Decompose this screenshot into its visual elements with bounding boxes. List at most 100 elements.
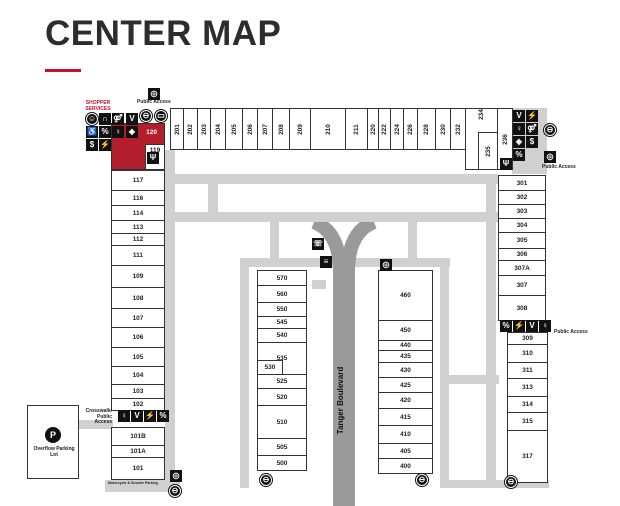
store-unit[interactable]: 308 xyxy=(498,295,546,321)
vending-icon: V xyxy=(131,410,143,422)
unit-number: 505 xyxy=(276,443,288,451)
store-unit[interactable]: 450 xyxy=(378,320,433,341)
store-unit[interactable]: 520 xyxy=(257,388,307,406)
store-unit[interactable]: 209 xyxy=(289,108,311,150)
unit-number: 204 xyxy=(214,123,222,135)
store-unit[interactable]: 111 xyxy=(111,245,165,266)
store-unit[interactable]: 230 xyxy=(435,108,451,150)
store-unit[interactable]: 400 xyxy=(378,458,433,474)
store-unit[interactable]: 117 xyxy=(111,170,165,191)
store-unit[interactable]: 204 xyxy=(210,108,226,150)
store-unit[interactable]: 101B xyxy=(111,427,165,446)
unit-number: 317 xyxy=(522,453,533,460)
store-unit[interactable]: 510 xyxy=(257,405,307,439)
store-unit[interactable]: 211 xyxy=(345,108,368,150)
store-unit[interactable]: 415 xyxy=(378,408,433,426)
overflow-parking-lot[interactable]: P Overflow Parking Lot xyxy=(27,405,79,479)
store-unit[interactable]: 207 xyxy=(257,108,273,150)
store-unit[interactable]: 226 xyxy=(403,108,418,150)
road xyxy=(78,420,113,429)
vending-icon: V xyxy=(513,110,525,122)
road xyxy=(408,222,417,260)
store-unit[interactable]: 405 xyxy=(378,443,433,459)
store-unit[interactable]: 305 xyxy=(498,232,546,249)
store-unit[interactable]: 232 xyxy=(450,108,466,150)
store-unit[interactable]: 420 xyxy=(378,392,433,409)
unit-number: 210 xyxy=(324,123,332,135)
store-unit[interactable]: 525 xyxy=(257,374,307,389)
store-unit[interactable]: 228 xyxy=(417,108,436,150)
store-unit[interactable]: 206 xyxy=(242,108,258,150)
store-unit[interactable]: 114 xyxy=(111,205,165,221)
store-unit[interactable]: 104 xyxy=(111,366,165,385)
store-unit[interactable]: 460 xyxy=(378,270,433,321)
gift-card-icon: ◈ xyxy=(126,126,138,138)
store-unit[interactable]: 235 xyxy=(478,132,498,170)
store-unit[interactable]: 304 xyxy=(498,218,546,233)
store-unit[interactable]: 302 xyxy=(498,190,546,205)
store-unit[interactable]: 208 xyxy=(272,108,290,150)
store-unit[interactable]: 301 xyxy=(498,175,546,191)
store-unit[interactable]: 205 xyxy=(225,108,243,150)
store-unit[interactable]: 505 xyxy=(257,438,307,456)
store-unit[interactable]: 109 xyxy=(111,265,165,288)
rideshare-icon: ⊖ xyxy=(504,475,518,489)
store-unit[interactable]: 107 xyxy=(111,308,165,328)
store-unit[interactable]: 103 xyxy=(111,384,165,399)
store-unit[interactable]: 108 xyxy=(111,287,165,309)
store-unit[interactable]: 116 xyxy=(111,190,165,206)
unit-number: 226 xyxy=(406,123,414,135)
road xyxy=(175,174,498,184)
store-unit[interactable]: 430 xyxy=(378,362,433,378)
store-unit[interactable]: 201 xyxy=(170,108,184,150)
rideshare-icon: ⊖ xyxy=(139,109,153,123)
unit-number: 209 xyxy=(296,123,304,135)
store-unit[interactable]: 311 xyxy=(507,362,548,379)
store-unit[interactable]: 500 xyxy=(257,455,307,471)
parking-icon: P xyxy=(45,427,61,443)
restroom-icon: ♀ xyxy=(513,123,525,135)
store-unit[interactable]: 540 xyxy=(257,328,307,343)
page-title: CENTER MAP xyxy=(45,14,282,53)
road xyxy=(105,480,180,492)
store-unit[interactable]: 317 xyxy=(507,430,548,483)
unit-number: 510 xyxy=(276,418,288,426)
store-unit[interactable]: 224 xyxy=(390,108,404,150)
unit-number: 545 xyxy=(276,319,288,326)
store-unit[interactable]: 425 xyxy=(378,377,433,393)
store-unit[interactable]: 106 xyxy=(111,327,165,348)
store-unit[interactable]: 310 xyxy=(507,344,548,363)
store-unit[interactable]: 530 xyxy=(257,360,283,375)
store-unit[interactable]: 113 xyxy=(111,220,165,234)
store-unit[interactable]: 307 xyxy=(498,275,546,296)
store-unit[interactable]: 315 xyxy=(507,412,548,431)
unit-number: 301 xyxy=(516,179,528,187)
unit-number: 201 xyxy=(173,123,181,135)
store-unit[interactable]: 313 xyxy=(507,378,548,397)
boulevard-label: Tanger Boulevard xyxy=(336,366,346,434)
public-access-label: Public Access xyxy=(137,99,171,105)
family-restroom-icon: ⚤ xyxy=(526,123,538,135)
unit-number: 109 xyxy=(132,273,144,280)
store-unit[interactable]: 410 xyxy=(378,425,433,444)
store-unit[interactable]: 105 xyxy=(111,347,165,367)
store-unit[interactable]: 560 xyxy=(257,285,307,303)
unit-number: 102 xyxy=(132,401,144,408)
store-unit[interactable]: 101 xyxy=(111,457,165,480)
store-unit[interactable]: 550 xyxy=(257,302,307,317)
shopper-services-label: SHOPPER SERVICES xyxy=(85,100,111,112)
vending-icon: V xyxy=(526,320,538,332)
store-unit[interactable]: 202 xyxy=(183,108,198,150)
unit-number: 314 xyxy=(522,401,533,408)
unit-number: 203 xyxy=(200,123,208,135)
discount-icon: % xyxy=(99,126,111,138)
unit-number: 235 xyxy=(484,145,492,157)
unit-number: 410 xyxy=(400,431,411,438)
unit-number: 313 xyxy=(522,384,533,391)
store-unit[interactable]: 307A xyxy=(498,260,546,276)
store-unit[interactable]: 203 xyxy=(197,108,211,150)
store-unit[interactable]: 210 xyxy=(310,108,346,150)
store-unit[interactable]: 314 xyxy=(507,396,548,413)
store-unit[interactable]: 570 xyxy=(257,270,307,286)
store-unit[interactable]: 303 xyxy=(498,204,546,219)
